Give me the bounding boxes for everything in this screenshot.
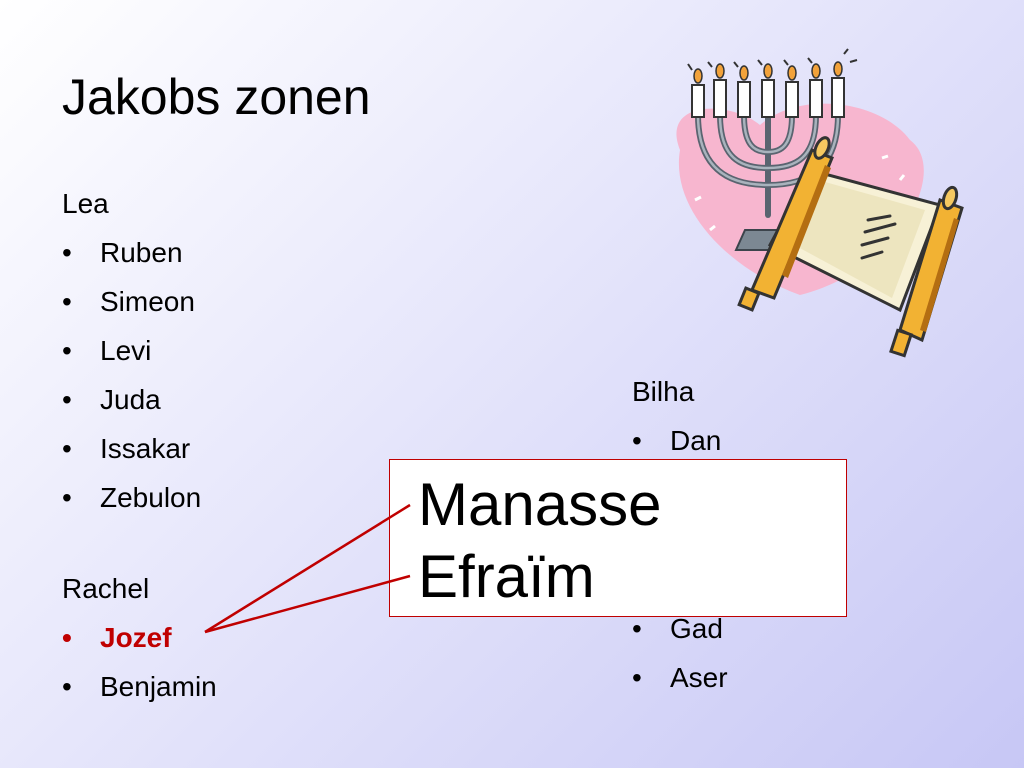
son-name: Benjamin	[100, 671, 217, 702]
bullet-icon: •	[62, 237, 72, 268]
bullet-icon: •	[62, 622, 72, 653]
callout-line-efraim: Efraïm	[418, 543, 595, 610]
bullet-icon: •	[632, 662, 642, 693]
son-name: Dan	[670, 425, 722, 456]
mother-rachel: Rachel	[62, 573, 150, 604]
mother-bilha: Bilha	[632, 376, 695, 407]
bullet-icon: •	[632, 613, 642, 644]
son-name: Zebulon	[100, 482, 202, 513]
son-name: Levi	[100, 335, 152, 366]
son-name: Juda	[100, 384, 161, 415]
bullet-icon: •	[632, 425, 642, 456]
callout-line-manasse: Manasse	[418, 471, 662, 538]
son-name: Issakar	[100, 433, 191, 464]
son-name: Gad	[670, 613, 723, 644]
menorah-scroll-icon	[676, 48, 964, 358]
bullet-icon: •	[62, 482, 72, 513]
son-name: Simeon	[100, 286, 195, 317]
son-name: Aser	[670, 662, 728, 693]
connector-line-manasse	[204, 503, 411, 634]
bullet-icon: •	[62, 433, 72, 464]
bullet-icon: •	[62, 335, 72, 366]
callout-box: Manasse Efraïm	[389, 459, 847, 617]
mother-lea: Lea	[62, 188, 109, 219]
bullet-icon: •	[62, 286, 72, 317]
slide-title: Jakobs zonen	[62, 69, 371, 125]
son-name-jozef: Jozef	[100, 622, 172, 653]
son-name: Ruben	[100, 237, 183, 268]
bullet-icon: •	[62, 671, 72, 702]
connector-line-efraim	[204, 574, 411, 634]
bullet-icon: •	[62, 384, 72, 415]
